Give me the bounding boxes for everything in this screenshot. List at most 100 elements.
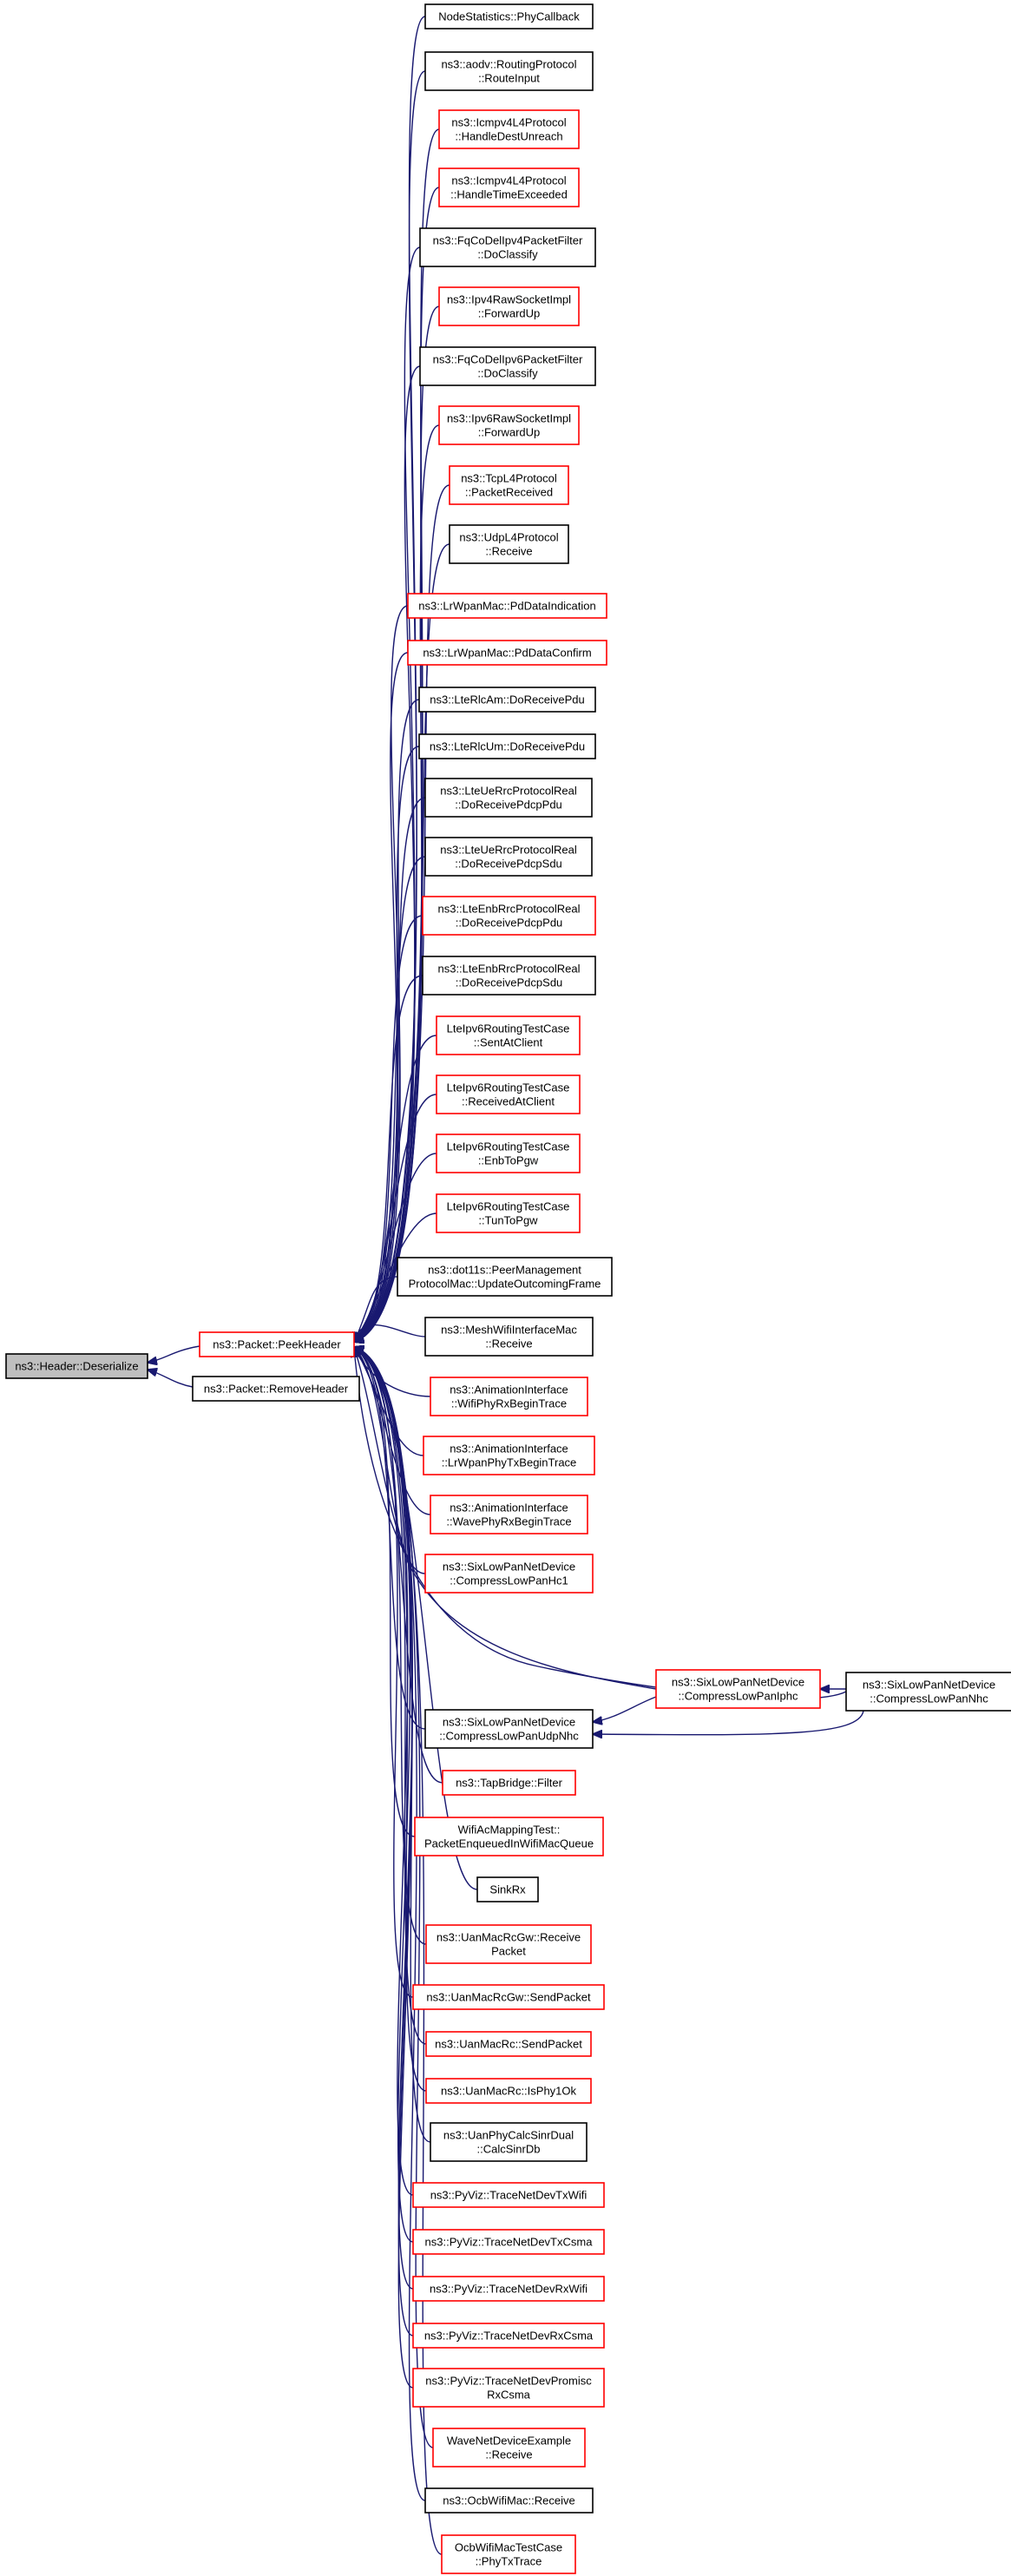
graph-node[interactable]: NodeStatistics::PhyCallback <box>424 3 594 30</box>
graph-node[interactable]: ns3::FqCoDelIpv4PacketFilter::DoClassify <box>419 227 596 267</box>
graph-node[interactable]: WaveNetDeviceExample::Receive <box>432 2428 586 2468</box>
graph-node[interactable]: ns3::FqCoDelIpv6PacketFilter::DoClassify <box>419 346 596 386</box>
graph-node[interactable]: ns3::LteUeRrcProtocolReal::DoReceivePdcp… <box>424 778 593 818</box>
node-box <box>845 1672 1011 1712</box>
call-edge <box>354 1347 426 1730</box>
graph-node[interactable]: ns3::UdpL4Protocol::Receive <box>449 524 569 564</box>
node-label: WifiAcMappingTest:: <box>458 1824 561 1837</box>
graph-node[interactable]: ns3::TapBridge::Filter <box>442 1770 576 1796</box>
graph-node[interactable]: ns3::Icmpv4L4Protocol::HandleDestUnreach <box>438 109 580 149</box>
node-label: ::DoReceivePdcpSdu <box>455 858 562 871</box>
graph-node[interactable]: ns3::LteEnbRrcProtocolReal::DoReceivePdc… <box>422 896 596 936</box>
graph-node[interactable]: ns3::UanPhyCalcSinrDual::CalcSinrDb <box>430 2122 588 2162</box>
graph-node[interactable]: ns3::LrWpanMac::PdDataConfirm <box>407 640 607 666</box>
graph-node[interactable]: ns3::Ipv6RawSocketImpl::ForwardUp <box>438 405 580 445</box>
graph-node[interactable]: ns3::aodv::RoutingProtocol::RouteInput <box>424 51 594 91</box>
node-box <box>425 1924 592 1964</box>
graph-node[interactable]: LteIpv6RoutingTestCase::SentAtClient <box>436 1015 581 1055</box>
graph-node[interactable]: ns3::LteRlcAm::DoReceivePdu <box>418 687 596 713</box>
node-label: LteIpv6RoutingTestCase <box>447 1081 570 1094</box>
graph-node[interactable]: ns3::AnimationInterface::WifiPhyRxBeginT… <box>430 1377 588 1416</box>
graph-node[interactable]: LteIpv6RoutingTestCase::ReceivedAtClient <box>436 1074 581 1114</box>
graph-node[interactable]: ns3::PyViz::TraceNetDevRxCsma <box>412 2323 605 2349</box>
graph-node[interactable]: ns3::SixLowPanNetDevice::CompressLowPanI… <box>655 1669 821 1709</box>
node-label: ns3::Icmpv4L4Protocol <box>451 116 566 129</box>
call-edge <box>354 1347 414 1998</box>
graph-node[interactable]: ns3::AnimationInterface::WavePhyRxBeginT… <box>430 1495 588 1534</box>
node-box <box>436 1015 581 1055</box>
graph-node[interactable]: ns3::Packet::RemoveHeader <box>192 1376 360 1402</box>
graph-node[interactable]: ns3::SixLowPanNetDevice::CompressLowPanH… <box>424 1554 594 1594</box>
graph-node[interactable]: ns3::UanMacRcGw::SendPacket <box>412 1984 605 2010</box>
graph-node[interactable]: ns3::Icmpv4L4Protocol::HandleTimeExceede… <box>438 168 580 207</box>
graph-node[interactable]: LteIpv6RoutingTestCase::TunToPgw <box>436 1193 581 1233</box>
node-label: ::DoClassify <box>477 248 538 261</box>
call-edge <box>354 1347 443 2555</box>
graph-node[interactable]: ns3::AnimationInterface::LrWpanPhyTxBegi… <box>423 1436 595 1475</box>
graph-node[interactable]: ns3::dot11s::PeerManagementProtocolMac::… <box>397 1257 613 1297</box>
graph-node[interactable]: ns3::UanMacRc::IsPhy1Ok <box>425 2078 592 2104</box>
node-label: ::DoReceivePdcpSdu <box>456 976 563 989</box>
graph-node[interactable]: OcbWifiMacTestCase::PhyTxTrace <box>441 2534 576 2574</box>
graph-node[interactable]: WifiAcMappingTest::PacketEnqueuedInWifiM… <box>414 1817 604 1856</box>
graph-node[interactable]: SinkRx <box>476 1876 539 1902</box>
node-label: ns3::AnimationInterface <box>450 1442 568 1456</box>
graph-node[interactable]: ns3::Ipv4RawSocketImpl::ForwardUp <box>438 286 580 326</box>
graph-node[interactable]: ns3::LteUeRrcProtocolReal::DoReceivePdcp… <box>424 837 593 877</box>
node-label: ns3::LteUeRrcProtocolReal <box>440 785 577 798</box>
call-edge <box>593 1696 657 1722</box>
node-layer: ns3::Header::Deserialize ns3::Packet::Pee… <box>5 3 1011 2574</box>
node-label: ns3::UanMacRc::SendPacket <box>435 2038 582 2051</box>
node-label: SinkRx <box>489 1883 526 1896</box>
graph-node[interactable]: ns3::TcpL4Protocol::PacketReceived <box>449 465 569 505</box>
node-label: ns3::LrWpanMac::PdDataIndication <box>418 600 596 613</box>
node-label: ns3::PyViz::TraceNetDevTxCsma <box>425 2236 594 2249</box>
node-box <box>414 1817 604 1856</box>
graph-node[interactable]: ns3::Packet::PeekHeader <box>199 1331 355 1357</box>
graph-node[interactable]: LteIpv6RoutingTestCase::EnbToPgw <box>436 1134 581 1173</box>
graph-node[interactable]: ns3::UanMacRc::SendPacket <box>425 2031 592 2057</box>
node-box <box>412 2182 605 2208</box>
node-label: ::CompressLowPanHc1 <box>450 1574 568 1587</box>
node-label: ::PhyTxTrace <box>476 2555 542 2568</box>
graph-node[interactable]: ns3::LteRlcUm::DoReceivePdu <box>418 733 596 759</box>
node-label: ns3::AnimationInterface <box>450 1502 568 1515</box>
node-label: ns3::LteEnbRrcProtocolReal <box>437 963 580 976</box>
node-label: WaveNetDeviceExample <box>447 2435 571 2448</box>
call-edge <box>354 856 426 1342</box>
node-label: ns3::PyViz::TraceNetDevRxWifi <box>430 2283 588 2296</box>
graph-node[interactable]: ns3::LteEnbRrcProtocolReal::DoReceivePdc… <box>422 956 596 996</box>
node-label: LteIpv6RoutingTestCase <box>447 1140 570 1153</box>
call-edge <box>354 1347 416 1837</box>
node-box <box>419 227 596 267</box>
node-box <box>436 1134 581 1173</box>
node-label: ns3::LteEnbRrcProtocolReal <box>437 903 580 916</box>
node-label: ::CalcSinrDb <box>477 2143 541 2156</box>
graph-node[interactable]: ns3::MeshWifiInterfaceMac::Receive <box>424 1317 594 1357</box>
graph-node[interactable]: ns3::LrWpanMac::PdDataIndication <box>407 593 607 619</box>
node-label: ns3::OcbWifiMac::Receive <box>443 2494 574 2507</box>
graph-node[interactable]: ns3::SixLowPanNetDevice::CompressLowPanN… <box>845 1672 1011 1712</box>
graph-node[interactable]: ns3::Header::Deserialize <box>5 1353 148 1379</box>
node-box <box>476 1876 539 1902</box>
node-label: ns3::FqCoDelIpv4PacketFilter <box>433 234 583 247</box>
node-box <box>424 2487 594 2514</box>
graph-node[interactable]: ns3::PyViz::TraceNetDevTxWifi <box>412 2182 605 2208</box>
node-label: ::RouteInput <box>478 72 540 85</box>
graph-node[interactable]: ns3::OcbWifiMac::Receive <box>424 2487 594 2514</box>
call-edge <box>354 246 421 1342</box>
graph-node[interactable]: ns3::PyViz::TraceNetDevTxCsma <box>412 2229 605 2255</box>
graph-node[interactable]: ns3::SixLowPanNetDevice::CompressLowPanU… <box>424 1709 594 1749</box>
graph-node[interactable]: ns3::PyViz::TraceNetDevRxWifi <box>412 2276 605 2302</box>
node-label: ns3::Packet::RemoveHeader <box>204 1383 349 1396</box>
node-label: ns3::UanMacRcGw::Receive <box>437 1931 581 1944</box>
node-label: ::ForwardUp <box>478 307 541 320</box>
node-box <box>432 2428 586 2468</box>
node-label: OcbWifiMacTestCase <box>455 2541 562 2554</box>
node-box <box>424 1709 594 1749</box>
node-box <box>424 51 594 91</box>
node-label: ::SentAtClient <box>474 1036 543 1049</box>
